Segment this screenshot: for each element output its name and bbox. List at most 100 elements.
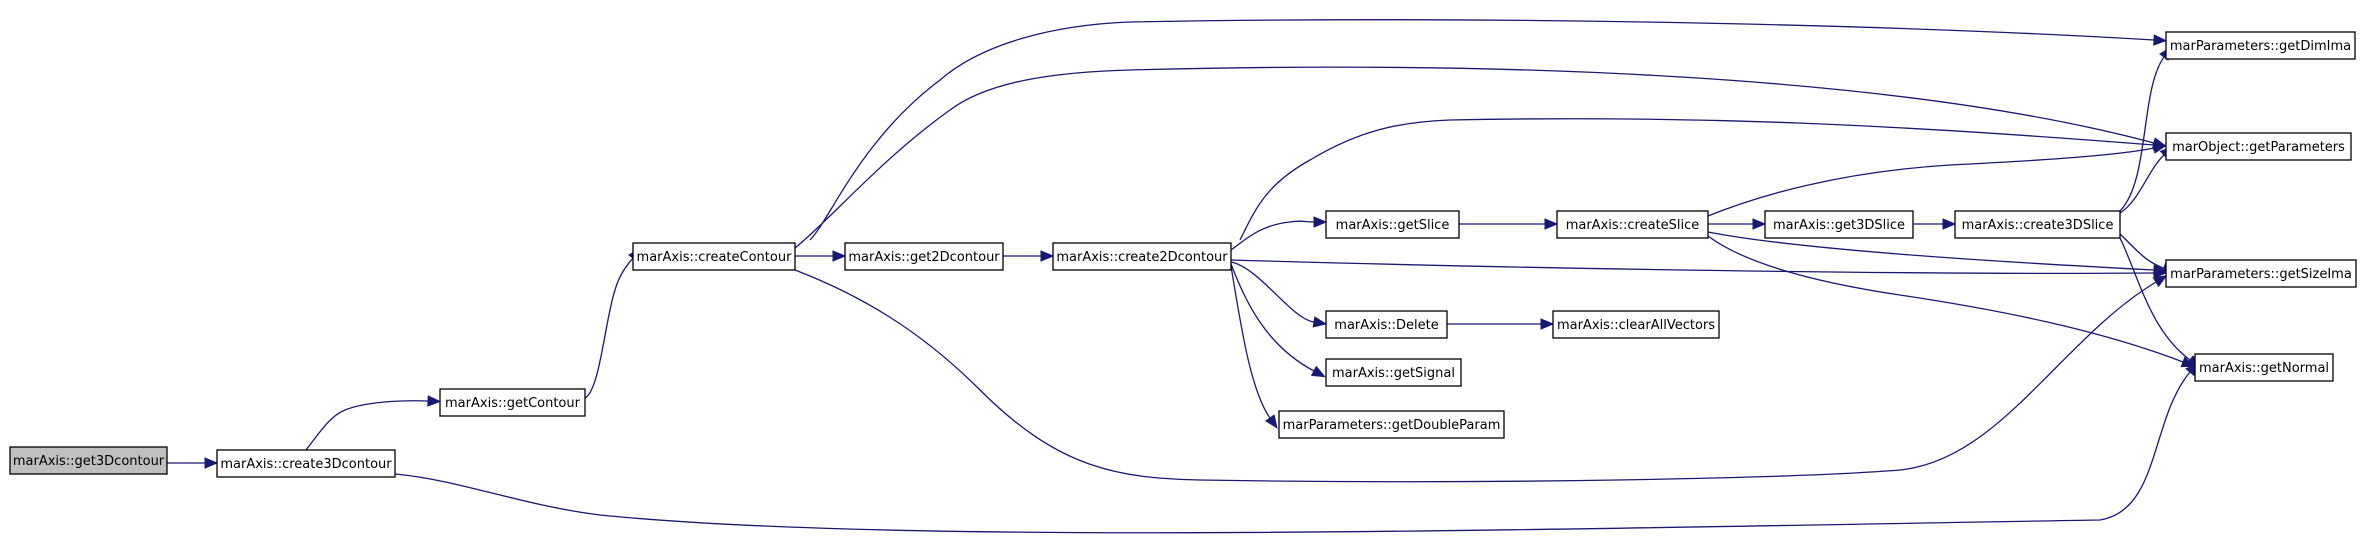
edge-create3Dcontour-to-getContour bbox=[305, 395, 442, 451]
edge-get3Dcontour-to-create3Dcontour bbox=[167, 457, 219, 469]
node-label: marParameters::getDoubleParam bbox=[1283, 418, 1501, 433]
node-label: marAxis::createSlice bbox=[1566, 218, 1700, 233]
node-box bbox=[2165, 31, 2356, 60]
node-getParameters[interactable]: marObject::getParameters bbox=[2165, 132, 2352, 161]
node-create3DSlice[interactable]: marAxis::create3DSlice bbox=[1954, 210, 2121, 239]
arrowhead-icon bbox=[2153, 34, 2168, 46]
nodes-layer: marAxis::get3Dcontour marAxis::create3Dco… bbox=[9, 31, 2357, 478]
node-box bbox=[1052, 242, 1232, 271]
node-box bbox=[632, 242, 796, 271]
edge-line bbox=[2119, 237, 2191, 361]
node-Delete[interactable]: marAxis::Delete bbox=[1325, 310, 1448, 339]
node-box bbox=[1325, 358, 1462, 387]
node-createSlice[interactable]: marAxis::createSlice bbox=[1556, 210, 1709, 239]
node-box bbox=[1325, 210, 1460, 239]
edge-line bbox=[1230, 220, 1315, 251]
edge-line bbox=[1230, 259, 2155, 274]
node-getContour[interactable]: marAxis::getContour bbox=[439, 388, 586, 417]
node-label: marAxis::getSignal bbox=[1332, 366, 1455, 381]
node-box bbox=[439, 388, 586, 417]
node-create3Dcontour[interactable]: marAxis::create3Dcontour bbox=[216, 449, 396, 478]
edge-line bbox=[2119, 154, 2165, 214]
edge-create3DSlice-to-getNormal bbox=[2119, 237, 2201, 368]
node-label: marAxis::getSlice bbox=[1336, 218, 1450, 233]
node-label: marAxis::get3DSlice bbox=[1773, 218, 1905, 233]
edge-createSlice-to-getParameters bbox=[1707, 142, 2168, 217]
node-box bbox=[1278, 410, 1505, 439]
edge-line bbox=[1239, 118, 2155, 241]
arrowhead-icon bbox=[1040, 250, 1055, 262]
edge-line bbox=[1230, 263, 1315, 372]
arrowhead-icon bbox=[1752, 218, 1767, 230]
node-label: marAxis::Delete bbox=[1334, 318, 1438, 333]
node-box bbox=[1556, 210, 1709, 239]
edge-createSlice-to-getNormal bbox=[1707, 235, 2196, 368]
edge-Delete-to-clearAllVectors bbox=[1447, 318, 1555, 330]
edge-createContour-to-get2Dcontour bbox=[794, 250, 847, 262]
arrowhead-icon bbox=[1942, 218, 1957, 230]
arrowhead-icon bbox=[2152, 142, 2168, 154]
edge-get3DSlice-to-create3DSlice bbox=[1913, 218, 1957, 230]
node-box bbox=[216, 449, 396, 478]
node-create2Dcontour[interactable]: marAxis::create2Dcontour bbox=[1052, 242, 1232, 271]
edge-createContour-to-getSizeIma bbox=[794, 269, 2168, 483]
node-label: marAxis::create2Dcontour bbox=[1056, 250, 1228, 265]
edge-createSlice-to-getSizeIma bbox=[1707, 231, 2168, 276]
edge-create2Dcontour-to-getSignal bbox=[1230, 263, 1326, 378]
node-label: marAxis::create3DSlice bbox=[1962, 218, 2114, 233]
node-getDimIma[interactable]: marParameters::getDimIma bbox=[2165, 31, 2356, 60]
node-label: marObject::getParameters bbox=[2172, 140, 2345, 155]
edge-line bbox=[2119, 233, 2165, 269]
edge-get2Dcontour-to-create2Dcontour bbox=[1002, 250, 1055, 262]
edge-line bbox=[794, 269, 2157, 483]
edge-line bbox=[2119, 56, 2165, 212]
node-getSignal[interactable]: marAxis::getSignal bbox=[1325, 358, 1462, 387]
arrowhead-icon bbox=[2153, 264, 2168, 276]
node-box bbox=[9, 446, 168, 475]
node-getNormal[interactable]: marAxis::getNormal bbox=[2194, 353, 2334, 382]
node-label: marAxis::clearAllVectors bbox=[1557, 318, 1715, 333]
node-box bbox=[2165, 132, 2352, 161]
edge-createContour-to-getDimIma bbox=[809, 19, 2168, 241]
edge-line bbox=[1230, 265, 1271, 419]
arrowhead-icon bbox=[1540, 318, 1555, 330]
arrowhead-icon bbox=[1310, 365, 1326, 378]
edge-createSlice-to-get3DSlice bbox=[1708, 218, 1767, 230]
edge-line bbox=[809, 19, 2155, 241]
edge-create2Dcontour-to-getDoubleParam bbox=[1230, 265, 1278, 429]
node-box bbox=[2165, 259, 2357, 288]
edge-getSlice-to-createSlice bbox=[1459, 218, 1559, 230]
edge-create3DSlice-to-getDimIma bbox=[2119, 46, 2172, 212]
edges-layer bbox=[167, 19, 2201, 534]
edge-line bbox=[584, 257, 634, 399]
node-createContour[interactable]: marAxis::createContour bbox=[632, 242, 796, 271]
edge-create3DSlice-to-getParameters bbox=[2119, 145, 2174, 214]
node-get3DSlice[interactable]: marAxis::get3DSlice bbox=[1764, 210, 1914, 239]
node-clearAllVectors[interactable]: marAxis::clearAllVectors bbox=[1552, 310, 1720, 339]
node-get3Dcontour: marAxis::get3Dcontour bbox=[9, 446, 168, 475]
node-box bbox=[844, 242, 1004, 271]
edge-line bbox=[305, 400, 429, 451]
node-label: marAxis::createContour bbox=[637, 250, 793, 265]
node-label: marParameters::getDimIma bbox=[2170, 39, 2351, 54]
node-label: marAxis::get2Dcontour bbox=[848, 250, 1000, 265]
node-getSizeIma[interactable]: marParameters::getSizeIma bbox=[2165, 259, 2357, 288]
arrowhead-icon bbox=[1313, 216, 1328, 228]
node-getDoubleParam[interactable]: marParameters::getDoubleParam bbox=[1278, 410, 1505, 439]
edge-getContour-to-createContour bbox=[584, 247, 641, 399]
node-label: marAxis::create3Dcontour bbox=[220, 457, 392, 472]
arrowhead-icon bbox=[2152, 275, 2168, 288]
node-label: marParameters::getSizeIma bbox=[2170, 267, 2352, 282]
node-box bbox=[1764, 210, 1914, 239]
arrowhead-icon bbox=[832, 250, 847, 262]
node-label: marAxis::getNormal bbox=[2199, 361, 2329, 376]
node-box bbox=[1325, 310, 1448, 339]
node-get2Dcontour[interactable]: marAxis::get2Dcontour bbox=[844, 242, 1004, 271]
edge-line bbox=[394, 371, 2191, 534]
edge-create2Dcontour-to-Delete bbox=[1230, 261, 1328, 328]
node-label: marAxis::get3Dcontour bbox=[13, 454, 165, 469]
edge-create2Dcontour-to-getSlice bbox=[1230, 216, 1328, 251]
edge-create3Dcontour-to-getNormal bbox=[394, 361, 2199, 534]
node-getSlice[interactable]: marAxis::getSlice bbox=[1325, 210, 1460, 239]
arrowhead-icon bbox=[1544, 218, 1559, 230]
